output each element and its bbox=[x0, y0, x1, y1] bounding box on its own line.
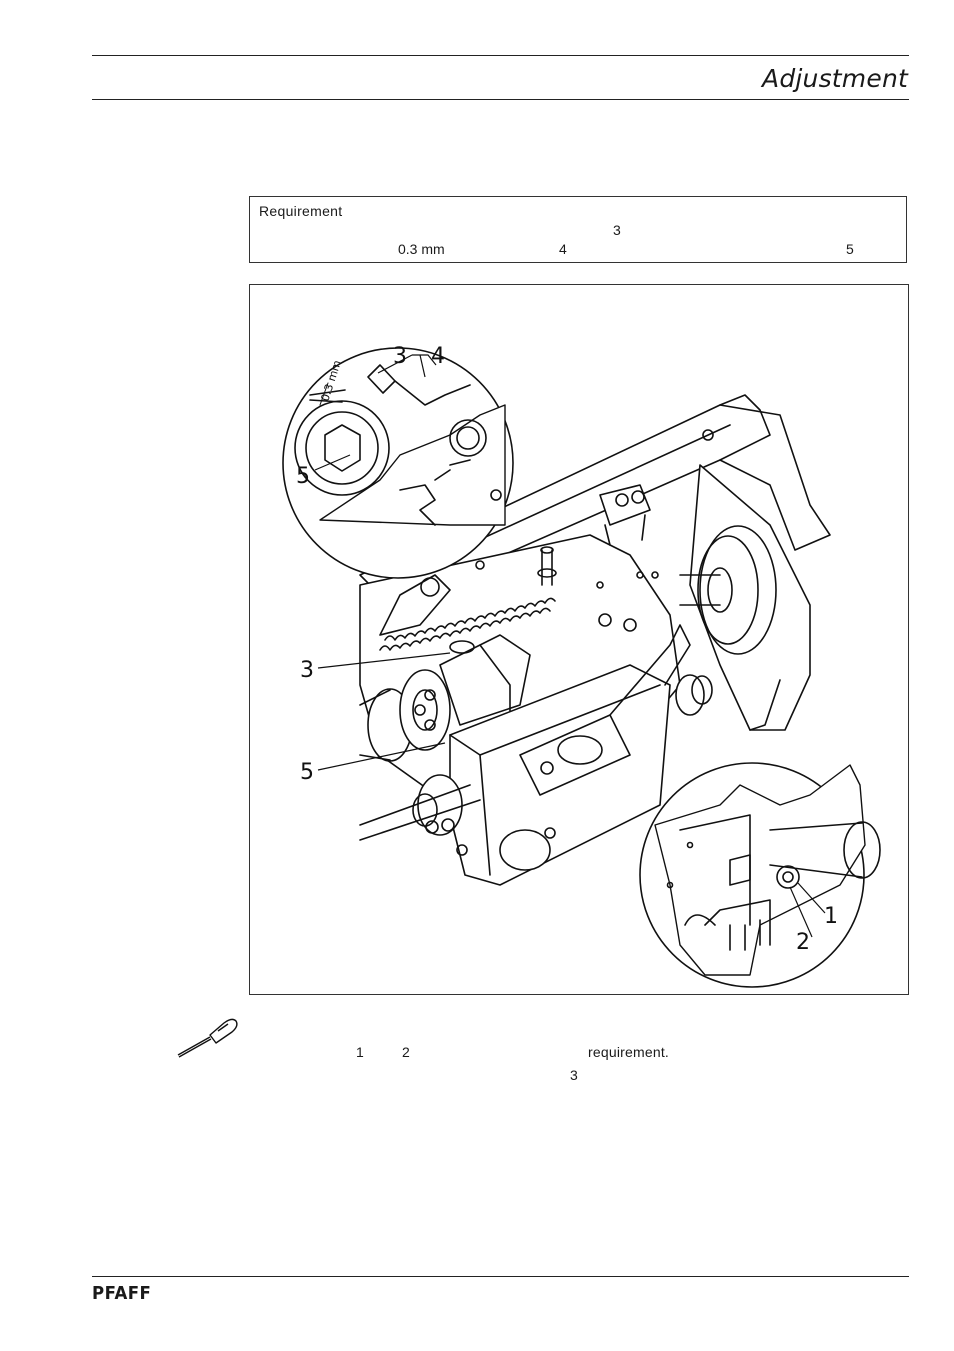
figure-box: 0.3 mm 3 4 5 3 5 1 2 bbox=[249, 284, 909, 995]
footer-rule bbox=[92, 1276, 909, 1277]
callout-3-main: 3 bbox=[300, 658, 314, 683]
screwdriver-icon bbox=[177, 1018, 238, 1058]
requirement-clearance: 0.3 mm bbox=[398, 241, 445, 257]
header-bottom-rule bbox=[92, 99, 909, 100]
callout-5-inset: 5 bbox=[296, 464, 310, 489]
machine-illustration: 0.3 mm 3 4 5 3 5 1 2 bbox=[282, 344, 881, 988]
requirement-box: Requirement 3 0.3 mm 4 5 bbox=[249, 196, 907, 263]
step-word-requirement: requirement. bbox=[588, 1044, 669, 1060]
section-title: Adjustment bbox=[762, 64, 908, 93]
callout-5-main: 5 bbox=[300, 760, 314, 785]
callout-1-inset: 1 bbox=[824, 904, 838, 929]
brand-logo: PFAFF bbox=[92, 1283, 152, 1304]
callout-2-inset: 2 bbox=[796, 930, 810, 955]
header-top-rule bbox=[92, 55, 909, 56]
step-ref-screw-1: 1 bbox=[356, 1044, 364, 1060]
requirement-ref-part-3: 3 bbox=[613, 222, 621, 238]
step-ref-screw-2: 2 bbox=[402, 1044, 410, 1060]
requirement-ref-part-4: 4 bbox=[559, 241, 567, 257]
callout-4-inset: 4 bbox=[431, 344, 445, 369]
callout-3-inset: 3 bbox=[393, 344, 407, 369]
requirement-ref-part-5: 5 bbox=[846, 241, 854, 257]
requirement-label: Requirement bbox=[259, 203, 343, 219]
step-ref-part-3: 3 bbox=[570, 1067, 578, 1083]
